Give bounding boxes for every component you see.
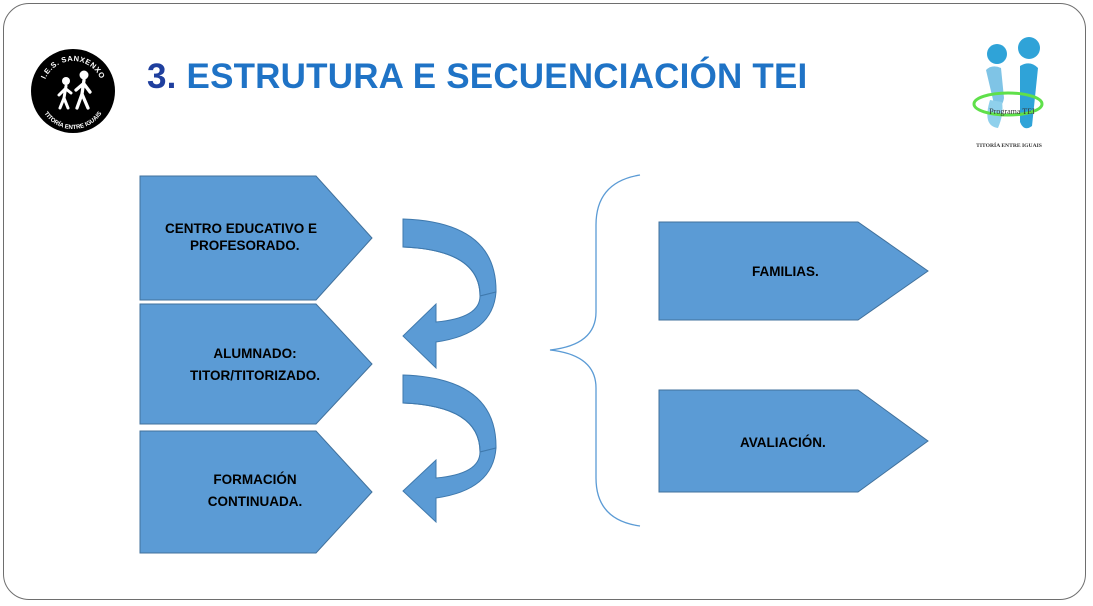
- program-tei-logo: Programa TEI TITORÍA ENTRE IGUAIS: [972, 37, 1044, 149]
- curly-brace: [549, 174, 641, 527]
- program-logo-caption: TITORÍA ENTRE IGUAIS: [976, 141, 1042, 149]
- label-formacion: FORMACIÓN CONTINUADA.: [185, 469, 325, 513]
- label-alumnado: ALUMNADO: TITOR/TITORIZADO.: [175, 343, 335, 387]
- block-alumnado: [139, 303, 373, 425]
- block-familias: [658, 221, 929, 321]
- label-alumnado-line1: ALUMNADO:: [213, 346, 297, 361]
- program-logo-ring-text: Programa TEI: [989, 107, 1035, 116]
- title-text: ESTRUTURA E SECUENCIACIÓN TEI: [176, 57, 808, 96]
- walking-people-icon: [57, 70, 92, 110]
- label-centro-line1: CENTRO EDUCATIVO E: [165, 221, 318, 236]
- label-avaliacion: AVALIACIÓN.: [740, 435, 826, 450]
- label-alumnado-line2: TITOR/TITORIZADO.: [190, 368, 320, 383]
- label-centro-line2: PROFESORADO.: [190, 238, 300, 253]
- block-centro-educativo: [139, 175, 373, 301]
- title-number: 3.: [147, 57, 177, 96]
- page-title: 3. ESTRUTURA E SECUENCIACIÓN TEI: [147, 57, 807, 97]
- school-logo: I.E.S. SANXENXO TITORÍA ENTRE IGUAIS: [31, 49, 115, 133]
- block-formacion: [139, 430, 373, 554]
- block-avaliacion: [658, 389, 929, 493]
- label-centro-educativo: CENTRO EDUCATIVO E PROFESORADO.: [165, 220, 317, 254]
- curved-arrow-1: [402, 218, 497, 370]
- label-formacion-line2: CONTINUADA.: [207, 494, 303, 509]
- label-familias: FAMILIAS.: [752, 264, 819, 279]
- label-formacion-line1: FORMACIÓN: [213, 472, 297, 487]
- curved-arrow-2: [402, 374, 497, 524]
